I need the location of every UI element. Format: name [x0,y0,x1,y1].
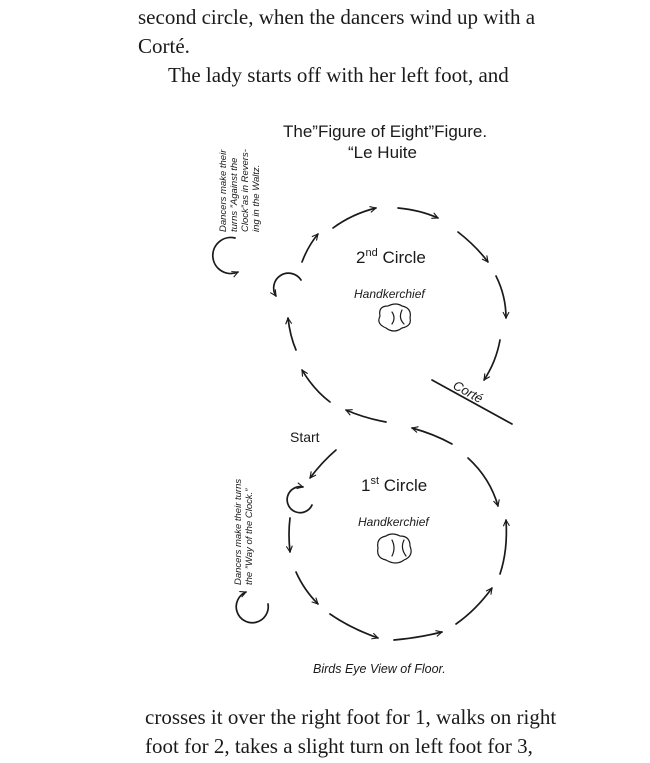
side-note-line: the ”Way of the Clock.” [244,488,255,585]
turn-arrow-counterclockwise [212,236,239,278]
path-arrow [329,613,379,640]
side-note-top: Dancers make their turns ”Against the Cl… [218,149,262,232]
paragraph-bottom: crosses it over the right foot for 1, wa… [145,703,556,761]
path-arrow [285,317,297,351]
circle-word: Circle [378,248,426,267]
turn-arrow [270,272,302,297]
text-line: Corté. [138,34,190,58]
handkerchief-label-bottom: Handkerchief [358,515,430,529]
path-arrow [345,409,387,423]
handkerchief-icon [378,303,411,332]
turn-arrow [286,482,313,514]
path-arrow [483,339,501,381]
side-note-line: turns ”Against the [229,158,240,232]
side-note-line: ing in the Waltz. [251,165,262,232]
circle-ordinal: nd [365,247,377,259]
handkerchief-label-top: Handkerchief [354,287,426,301]
first-circle-path [286,457,510,641]
corte-line [431,379,513,425]
figure-subtitle: “Le Huite [348,143,417,162]
circle-word: Circle [379,476,427,495]
path-arrow [332,206,377,229]
circle-number: 2 [356,248,365,267]
start-label: Start [290,429,320,445]
side-note-bottom: Dancers make their turns the ”Way of the… [233,479,255,585]
path-arrow [455,587,493,625]
path-arrow [457,231,489,263]
path-arrow [411,426,453,445]
second-circle-path [270,206,510,423]
path-arrow [495,275,510,319]
start-arrow [309,449,337,479]
first-circle-label: 1st Circle [361,475,427,495]
text-line: The lady starts off with her left foot, … [168,63,509,87]
side-note-line: Dancers make their [218,149,229,232]
path-arrow [393,630,443,641]
path-arrow [295,571,319,605]
figure-title: The”Figure of Eight”Figure. [283,122,487,141]
circle-number: 1 [361,476,370,495]
text-line: crosses it over the right foot for 1, wa… [145,705,557,729]
handkerchief-icon [377,533,412,564]
path-arrow [301,369,331,403]
circle-ordinal: st [370,475,379,487]
text-line: foot for 2, takes a slight turn on left … [145,734,533,758]
text-line: second circle, when the dancers wind up … [138,5,536,29]
figure-caption: Birds Eye View of Floor. [313,662,446,676]
side-note-line: Clock”as in Revers- [240,149,251,232]
second-circle-label: 2nd Circle [356,247,426,267]
corte-label: Corté [451,378,486,407]
path-arrow [397,207,439,219]
path-arrow [499,519,510,575]
path-arrow [286,517,293,553]
side-note-line: Dancers make their turns [233,479,244,585]
turn-arrow-clockwise [235,591,270,624]
path-arrow [467,457,500,507]
path-arrow [301,233,319,263]
paragraph-top: second circle, when the dancers wind up … [138,3,535,90]
